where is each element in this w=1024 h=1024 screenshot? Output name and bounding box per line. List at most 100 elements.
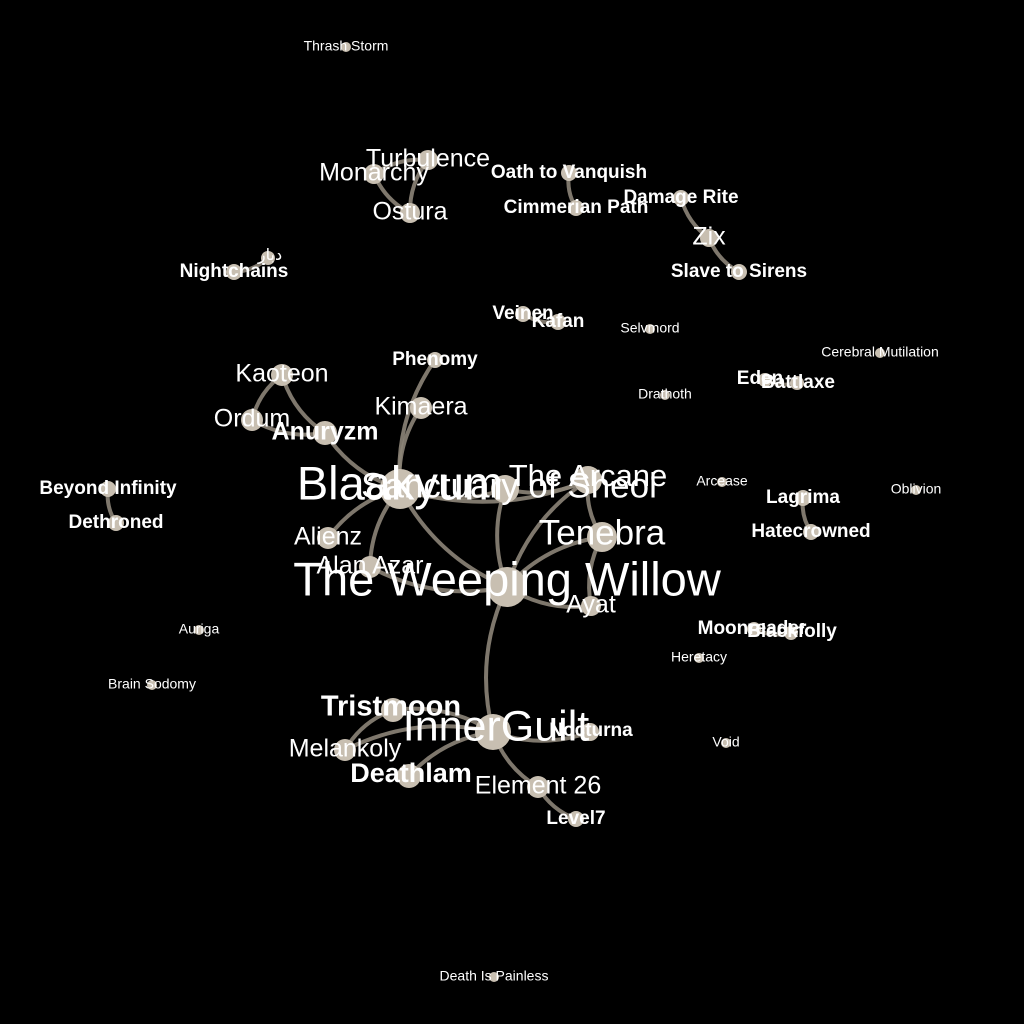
- node-the-weeping-willow[interactable]: [487, 567, 527, 607]
- node-kaoteon[interactable]: [271, 364, 293, 386]
- node-ordum[interactable]: [241, 409, 263, 431]
- node-label-auriga: Auriga: [179, 621, 220, 637]
- node-label-innerguilt: InnerGuilt: [403, 702, 589, 750]
- node-label-oath-to-vanquish: Oath to Vanquish: [491, 162, 647, 183]
- node-label-cimmerian-path: Cimmerian Path: [504, 197, 649, 218]
- node-blackfolly[interactable]: [784, 626, 798, 640]
- edge-innerguilt-melankoly: [344, 724, 494, 752]
- node-label-blackfolly: Blackfolly: [747, 621, 837, 642]
- node-zix[interactable]: [700, 229, 718, 247]
- node-alan-azar[interactable]: [359, 556, 381, 578]
- node-label-ordum: Ordum: [214, 405, 290, 433]
- node-melankoly[interactable]: [334, 739, 356, 761]
- node-label-kimaera: Kimaera: [374, 393, 467, 421]
- node-label-the-weeping-willow: The Weeping Willow: [293, 552, 722, 605]
- node-label-eden: Eden: [737, 368, 783, 389]
- node-label-hatecrowned: Hatecrowned: [751, 521, 870, 542]
- node-the-arcane[interactable]: [574, 466, 602, 494]
- node-drathoth[interactable]: [660, 390, 670, 400]
- node-slave-to-sirens[interactable]: [731, 264, 747, 280]
- node-ayat[interactable]: [581, 596, 601, 616]
- node-label-veinen: Veinen: [492, 303, 553, 324]
- node-alienz[interactable]: [317, 527, 339, 549]
- node-label-monarchy: Monarchy: [319, 159, 429, 187]
- node-selvmord[interactable]: [645, 324, 655, 334]
- node-nightchains[interactable]: [226, 264, 242, 280]
- node-label-drathoth: Drathoth: [638, 386, 692, 402]
- node-kafan[interactable]: [550, 314, 566, 330]
- node-label-slave-to-sirens: Slave to Sirens: [671, 261, 807, 282]
- node-label-kafan: Kafan: [532, 311, 585, 332]
- node-beyond-infinity[interactable]: [100, 481, 116, 497]
- node-blaakyum[interactable]: [380, 469, 420, 509]
- node-hatecrowned[interactable]: [803, 524, 819, 540]
- node-arcease[interactable]: [717, 477, 727, 487]
- node-kimaera[interactable]: [410, 397, 432, 419]
- node-innerguilt[interactable]: [475, 714, 511, 750]
- node-label-anuryzm: Anuryzm: [272, 418, 379, 446]
- node-label-death-is-painless: Death Is Painless: [440, 968, 549, 984]
- node-dethroned[interactable]: [108, 515, 124, 531]
- graph-nodes: [100, 42, 921, 982]
- node-lagrima[interactable]: [795, 490, 811, 506]
- node-turbulence[interactable]: [418, 150, 438, 170]
- node-label-battlaxe: Battlaxe: [761, 372, 835, 393]
- node-label-phenomy: Phenomy: [392, 349, 478, 370]
- node-label-blaakyum: Blaakyum: [297, 456, 503, 509]
- node-label-alan-azar: Alan Azar: [316, 552, 423, 580]
- node-label-cerebral-mutilation: Cerebral Mutilation: [821, 344, 939, 360]
- node-label-damage-rite: Damage Rite: [623, 187, 738, 208]
- node-label-dethroned: Dethroned: [69, 512, 164, 533]
- node-monarchy[interactable]: [364, 164, 384, 184]
- node-dbar[interactable]: [261, 251, 275, 265]
- node-label-oblivion: Oblivion: [891, 481, 942, 497]
- node-thrash-storm[interactable]: [341, 42, 351, 52]
- node-brain-sodomy[interactable]: [147, 680, 157, 690]
- node-label-moonreader: Moonreader: [698, 618, 807, 639]
- node-battlaxe[interactable]: [790, 376, 804, 390]
- node-cimmerian-path[interactable]: [568, 200, 584, 216]
- node-label-ostura: Ostura: [372, 198, 447, 226]
- node-veinen[interactable]: [515, 306, 531, 322]
- node-damage-rite[interactable]: [673, 190, 689, 206]
- node-oath-to-vanquish[interactable]: [561, 165, 577, 181]
- node-label-turbulence: Turbulence: [366, 145, 490, 173]
- node-label-brain-sodomy: Brain Sodomy: [108, 676, 196, 692]
- node-label-selvmord: Selvmord: [620, 320, 679, 336]
- node-label-lagrima: Lagrima: [766, 487, 840, 508]
- node-auriga[interactable]: [194, 625, 204, 635]
- node-ostura[interactable]: [400, 203, 420, 223]
- node-label-nightchains: Nightchains: [180, 261, 289, 282]
- node-tenebra[interactable]: [587, 522, 617, 552]
- node-label-tristmoon: Tristmoon: [321, 691, 461, 723]
- node-tristmoon[interactable]: [381, 698, 405, 722]
- node-void[interactable]: [721, 738, 731, 748]
- node-eden[interactable]: [758, 373, 772, 387]
- node-label-sanctuary-of-sheol: Sanctuary of Sheol: [361, 466, 657, 505]
- node-label-tenebra: Tenebra: [539, 513, 666, 552]
- node-level7[interactable]: [568, 811, 584, 827]
- node-element-26[interactable]: [527, 776, 549, 798]
- node-heretacy[interactable]: [694, 653, 704, 663]
- node-label-heretacy: Heretacy: [671, 649, 727, 665]
- node-cerebral-mutilation[interactable]: [875, 348, 885, 358]
- node-nocturna[interactable]: [581, 723, 599, 741]
- node-label-level7: Level7: [546, 808, 605, 829]
- node-death-is-painless[interactable]: [489, 972, 499, 982]
- node-anuryzm[interactable]: [313, 421, 337, 445]
- node-label-kaoteon: Kaoteon: [235, 360, 328, 388]
- node-label-dbar: دبار: [257, 247, 282, 265]
- node-deathlam[interactable]: [397, 764, 421, 788]
- node-label-melankoly: Melankoly: [289, 735, 402, 763]
- node-label-thrash-storm: Thrash Storm: [304, 38, 389, 54]
- node-label-nocturna: Nocturna: [549, 720, 633, 741]
- node-label-alienz: Alienz: [294, 523, 362, 551]
- node-phenomy[interactable]: [427, 352, 443, 368]
- node-label-ayat: Ayat: [566, 591, 616, 619]
- node-oblivion[interactable]: [911, 485, 921, 495]
- node-sanctuary-of-sheol[interactable]: [491, 475, 519, 503]
- node-moonreader[interactable]: [747, 622, 761, 636]
